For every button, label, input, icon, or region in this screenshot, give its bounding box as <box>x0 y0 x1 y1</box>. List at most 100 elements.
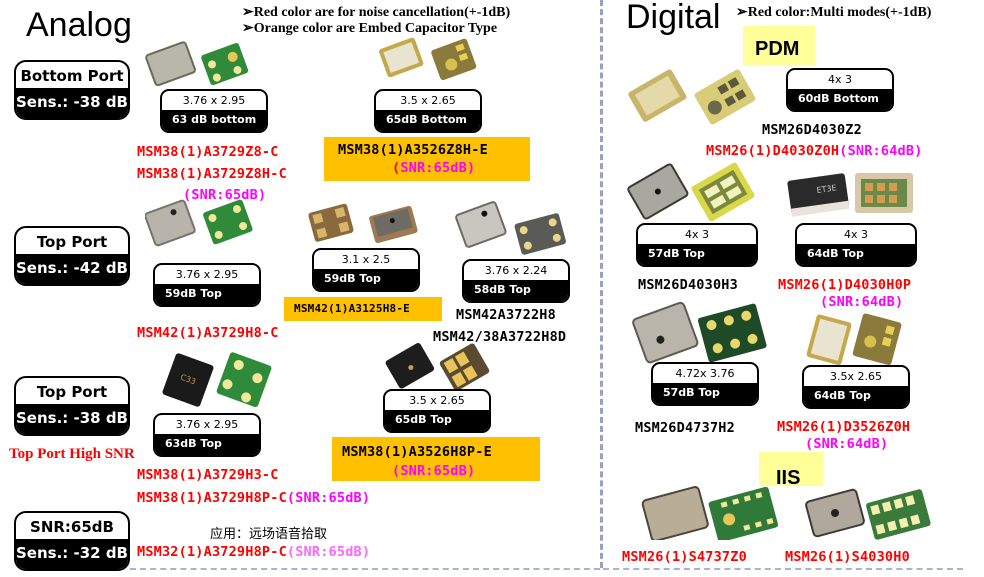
application-note: 应用：远场语音拾取 <box>210 527 328 542</box>
snr-label: 57dB Top <box>638 244 756 265</box>
size-label: 3.1 x 2.5 <box>341 253 391 266</box>
spec-badge: 3.76 x 2.95 59dB Top <box>153 263 261 307</box>
mic-chip-image <box>145 41 249 87</box>
mic-chip-image <box>385 343 490 391</box>
spec-badge: 3.76 x 2.95 63dB Top <box>153 413 261 457</box>
spec-badge: 4x 3 60dB Bottom <box>786 68 894 112</box>
port-badge-top-42: Top Port Sens.: -42 dB <box>14 226 130 286</box>
bottom-divider <box>130 568 600 570</box>
mic-chip-image <box>379 37 477 81</box>
part-number: MSM38(1)A3729H8P-C <box>137 490 287 506</box>
size-label: 3.5 x 2.65 <box>400 94 456 107</box>
spec-badge: 3.5 x 2.65 65dB Top <box>383 389 491 433</box>
part-number: MSM26(1)D4030H0P <box>778 277 912 293</box>
snr-label: 57dB Top <box>653 383 757 404</box>
part-number: MSM38(1)A3729Z8H-C <box>137 166 287 182</box>
mic-chip-image <box>627 162 755 222</box>
part-number: MSM42(1)A3125H8-E <box>294 302 410 315</box>
snr-label: 65dB Bottom <box>376 110 480 131</box>
size-label: 4.72x 3.76 <box>675 367 735 380</box>
snr-label: 60dB Bottom <box>788 89 892 110</box>
bottom-divider <box>603 568 963 570</box>
part-snr: (SNR:65dB) <box>286 490 371 506</box>
section-divider <box>600 0 603 568</box>
part-number: MSM26(1)D4030Z0H <box>706 143 840 159</box>
iis-label: IIS <box>776 467 801 489</box>
part-number: MSM38(1)A3729Z8-C <box>137 144 279 160</box>
size-label: 4x 3 <box>684 228 709 241</box>
size-label: 4x 3 <box>843 228 868 241</box>
size-label: 4x 3 <box>827 73 852 86</box>
part-number: MSM26(1)S4737Z0 <box>622 549 747 565</box>
part-number-with-snr: MSM26(1)D4030Z0H(SNR:64dB) <box>706 143 923 159</box>
snr-label: 63 dB bottom <box>162 110 266 131</box>
note-red-multi-modes: ➢Red color:Multi modes(+-1dB) <box>736 5 932 20</box>
part-number-with-snr: MSM32(1)A3729H8P-C(SNR:65dB) <box>137 544 370 560</box>
port-label: Bottom Port <box>20 67 124 85</box>
port-badge-top-38: Top Port Sens.: -38 dB <box>14 376 130 436</box>
analog-title: Analog <box>26 6 132 44</box>
size-label: 3.76 x 2.24 <box>484 264 548 277</box>
part-number: MSM42(1)A3729H8-C <box>137 325 279 341</box>
note-orange-embed-cap: ➢Orange color are Embed Capacitor Type <box>242 21 498 36</box>
port-badge-snr65-32: SNR:65dB Sens.: -32 dB <box>14 511 130 571</box>
part-snr: (SNR:65dB) <box>392 463 476 479</box>
port-label: SNR:65dB <box>30 518 114 536</box>
part-number: MSM26D4030Z2 <box>762 122 862 138</box>
spec-badge: 4x 3 64dB Top <box>795 223 917 267</box>
spec-badge: 4.72x 3.76 57dB Top <box>651 362 759 406</box>
sensitivity-label: Sens.: -38 dB <box>16 404 128 434</box>
sensitivity-label: Sens.: -38 dB <box>16 88 128 118</box>
spec-badge: 3.5x 2.65 64dB Top <box>802 365 910 409</box>
part-snr: (SNR:64dB) <box>805 436 889 452</box>
port-badge-bottom-38: Bottom Port Sens.: -38 dB <box>14 60 130 120</box>
spec-badge: 3.76 x 2.95 63 dB bottom <box>160 89 268 133</box>
part-number: MSM42A3722H8 <box>456 307 556 323</box>
spec-badge: 3.5 x 2.65 65dB Bottom <box>374 89 482 133</box>
mic-chip-image <box>632 301 767 364</box>
mic-chip-image: C33 <box>162 352 272 408</box>
part-snr: (SNR:64dB) <box>820 294 904 310</box>
pdm-highlight <box>743 26 815 65</box>
part-number: MSM26(1)S4030H0 <box>785 549 910 565</box>
spec-badge: 3.1 x 2.5 59dB Top <box>312 248 420 292</box>
mic-chip-image <box>806 313 902 365</box>
mic-chip-image <box>455 201 566 255</box>
part-number: MSM42/38A3722H8D <box>433 329 567 345</box>
spec-badge: 4x 3 57dB Top <box>636 223 758 267</box>
sensitivity-label: Sens.: -42 dB <box>16 254 128 284</box>
top-port-high-snr-caption: Top Port High SNR <box>9 446 135 462</box>
snr-label: 63dB Top <box>155 434 259 455</box>
part-snr: (SNR:64dB) <box>839 143 923 159</box>
snr-label: 59dB Top <box>314 269 418 290</box>
pdm-label: PDM <box>755 38 800 60</box>
snr-label: 58dB Top <box>464 280 568 301</box>
part-number: MSM38(1)A3526Z8H-E <box>338 142 488 158</box>
part-number: MSM38(1)A3729H3-C <box>137 467 279 483</box>
size-label: 3.76 x 2.95 <box>182 94 246 107</box>
embed-cap-highlight <box>324 137 530 181</box>
snr-label: 59dB Top <box>155 284 259 305</box>
part-number: MSM32(1)A3729H8P-C <box>137 544 287 560</box>
note-red-noise-cancel: ➢Red color are for noise cancellation(+-… <box>242 5 511 20</box>
embed-cap-highlight <box>284 297 442 321</box>
part-snr: (SNR:65dB) <box>183 187 267 203</box>
mic-chip-image <box>308 203 418 244</box>
embed-cap-highlight <box>332 437 540 481</box>
mic-chip-image <box>628 69 756 125</box>
port-label: Top Port <box>36 383 108 401</box>
part-number-with-snr: MSM38(1)A3729H8P-C(SNR:65dB) <box>137 490 370 506</box>
digital-title: Digital <box>626 0 721 36</box>
mic-chip-image <box>805 488 931 540</box>
spec-badge: 3.76 x 2.24 58dB Top <box>462 259 570 303</box>
svg-text:ET3E: ET3E <box>816 183 837 195</box>
part-number: MSM38(1)A3526H8P-E <box>342 444 492 460</box>
iis-highlight <box>759 452 823 486</box>
part-number: MSM26D4737H2 <box>635 420 735 436</box>
size-label: 3.5 x 2.65 <box>409 394 465 407</box>
sensitivity-label: Sens.: -32 dB <box>16 539 128 569</box>
port-label: Top Port <box>36 233 108 251</box>
mic-chip-image: ET3E <box>787 173 913 217</box>
size-label: 3.5x 2.65 <box>830 370 882 383</box>
part-snr: (SNR:65dB) <box>392 160 476 176</box>
